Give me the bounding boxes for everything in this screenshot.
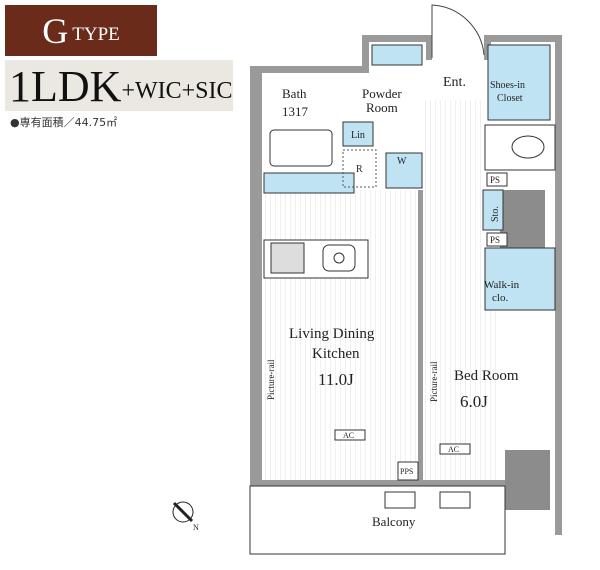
pps-box [397, 461, 419, 481]
ps-box [486, 172, 508, 187]
lin-label: Lin [351, 130, 365, 141]
type-banner: G TYPE [5, 5, 157, 56]
shoes-label-1: Shoes-in [490, 80, 525, 91]
north-label: N [193, 523, 199, 532]
walls [250, 35, 562, 535]
bath-shelf [263, 172, 355, 194]
structural-column [505, 450, 550, 510]
storage-label: Sto. [490, 206, 501, 222]
pps-label: PPS [400, 467, 413, 476]
type-word: TYPE [72, 23, 120, 45]
ac-label: AC [343, 431, 354, 440]
ldk-label-2: Kitchen [312, 346, 360, 362]
ac-label: AC [448, 445, 459, 454]
north-arrow-icon [172, 501, 194, 523]
walkin-label-2: clo. [492, 292, 508, 304]
ldk-size-label: 11.0J [318, 370, 354, 389]
bedroom-size-label: 6.0J [460, 392, 488, 411]
hall-floor [425, 100, 485, 250]
layout-type: 1LDK +WIC+SIC [5, 60, 233, 111]
shoes-label-2: Closet [497, 93, 523, 104]
floor-area: ●専有面積／44.75㎡ [10, 116, 118, 129]
r-label: R [356, 164, 363, 175]
walk-in-closet [484, 247, 556, 311]
layout-main: 1LDK [9, 62, 122, 111]
bedroom-label: Bed Room [454, 368, 519, 384]
powder-label-2: Room [366, 100, 398, 115]
outdoor-unit [384, 491, 416, 509]
sink-icon [322, 244, 356, 272]
ac-unit [334, 429, 366, 441]
stove-icon [270, 242, 305, 274]
type-letter: G [42, 10, 69, 51]
picture-rail-label: Picture-rail [266, 359, 276, 400]
outdoor-unit [439, 491, 471, 509]
layout-suffix: +WIC+SIC [121, 78, 233, 104]
entrance-door [431, 4, 485, 58]
ps-box [486, 232, 508, 247]
ac-unit [439, 443, 471, 455]
ps-label: PS [490, 175, 500, 185]
powder-label-1: Powder [362, 86, 402, 101]
fridge-space [342, 149, 377, 188]
picture-rail-label: Picture-rail [429, 361, 439, 402]
bath-size-label: 1317 [282, 104, 309, 119]
toilet-icon [511, 135, 545, 159]
storage [482, 189, 504, 231]
washer-space [385, 152, 423, 189]
ps-label: PS [490, 235, 500, 245]
bath-label: Bath [282, 86, 307, 101]
shoes-closet [487, 44, 551, 121]
w-label: W [397, 156, 407, 167]
linen-closet [342, 121, 374, 147]
entrance-label: Ent. [443, 75, 466, 90]
bathtub [269, 129, 333, 167]
balcony-label: Balcony [372, 514, 416, 529]
walkin-label-1: Walk-in [484, 279, 520, 291]
ldk-label-1: Living Dining [289, 326, 375, 342]
powder-storage [371, 44, 423, 66]
drain-icon [333, 252, 345, 264]
